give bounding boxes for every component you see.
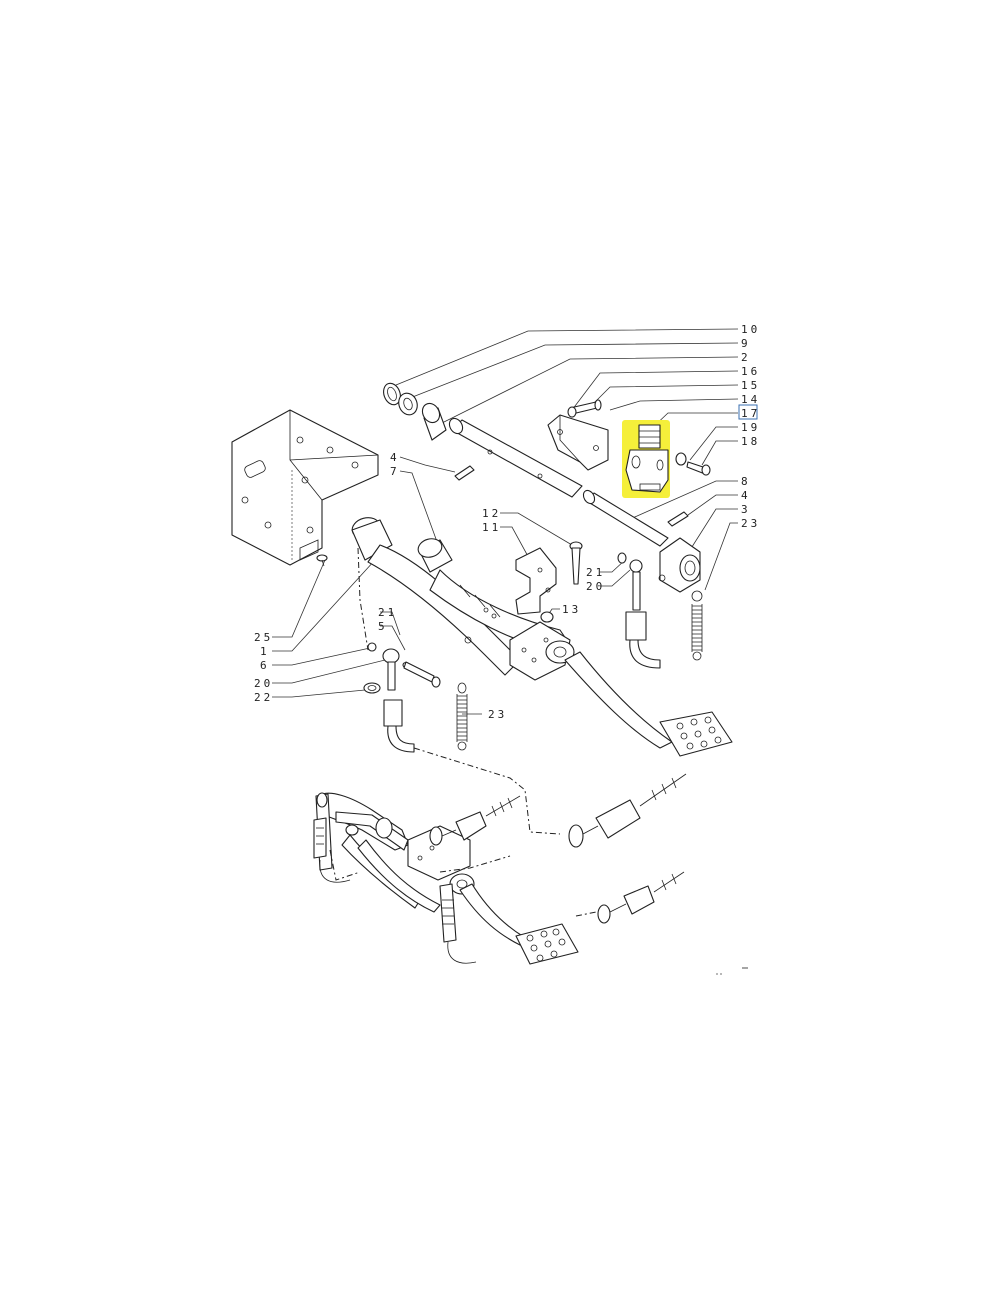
callout-6: 6 [260, 659, 270, 672]
callout-19: 19 [741, 421, 760, 434]
callout-labels: 10 9 2 16 15 14 17 19 18 4 7 8 4 3 23 12… [254, 323, 760, 721]
shaft-upper [448, 417, 583, 498]
callout-16: 16 [741, 365, 760, 378]
brake-line [357, 547, 561, 835]
nut-13 [540, 611, 554, 623]
clevis-right [617, 552, 661, 669]
callout-20-left: 20 [254, 677, 273, 690]
callout-17: 17 [741, 407, 760, 420]
callout-7: 7 [390, 465, 400, 478]
leader-lines [272, 328, 739, 715]
callout-25: 25 [254, 631, 273, 644]
callout-23-center: 23 [488, 708, 507, 721]
pedal-hub-3 [658, 537, 701, 593]
callout-5: 5 [378, 620, 388, 633]
pedal-hub-center [509, 621, 575, 681]
callout-4-upper: 4 [390, 451, 400, 464]
pedal-pad [659, 711, 733, 757]
spring-23-right [691, 590, 703, 661]
clevis-left [363, 642, 441, 753]
callout-14: 14 [741, 393, 760, 406]
callout-4-right: 4 [741, 489, 751, 502]
callout-15: 15 [741, 379, 760, 392]
callout-9: 9 [741, 337, 751, 350]
callout-1: 1 [260, 645, 270, 658]
callout-2: 2 [741, 351, 751, 364]
callout-23-right: 23 [741, 517, 760, 530]
bolt-25 [316, 554, 328, 567]
washer-19 [675, 452, 687, 466]
roll-pin-4-right [667, 511, 689, 527]
shaft-lower [582, 489, 669, 547]
corner-mark [716, 967, 748, 975]
highlighted-switch-17 [622, 420, 670, 498]
bracket-11 [515, 547, 557, 615]
callout-12: 12 [482, 507, 501, 520]
callout-8: 8 [741, 475, 751, 488]
washer-9 [398, 392, 418, 416]
nut-15 [594, 399, 602, 411]
bracket-14 [547, 414, 609, 471]
mounting-plate [231, 409, 379, 566]
bushing-2 [421, 402, 447, 441]
pin-12 [569, 541, 583, 585]
bolt-16 [567, 401, 598, 418]
roll-pin-4-left [454, 465, 475, 481]
lower-assembly [313, 773, 687, 965]
callout-13: 13 [562, 603, 581, 616]
callout-18: 18 [741, 435, 760, 448]
spring-23-center [456, 682, 468, 751]
callout-20-right: 20 [586, 580, 605, 593]
circlip-10 [383, 382, 401, 406]
callout-11: 11 [482, 521, 501, 534]
callout-21-left: 21 [378, 606, 397, 619]
callout-22: 22 [254, 691, 273, 704]
bolt-18 [686, 461, 711, 476]
callout-3: 3 [741, 503, 751, 516]
callout-10: 10 [741, 323, 760, 336]
pedal-arm [351, 517, 571, 676]
callout-17-box [738, 404, 758, 420]
callout-21-right: 21 [586, 566, 605, 579]
